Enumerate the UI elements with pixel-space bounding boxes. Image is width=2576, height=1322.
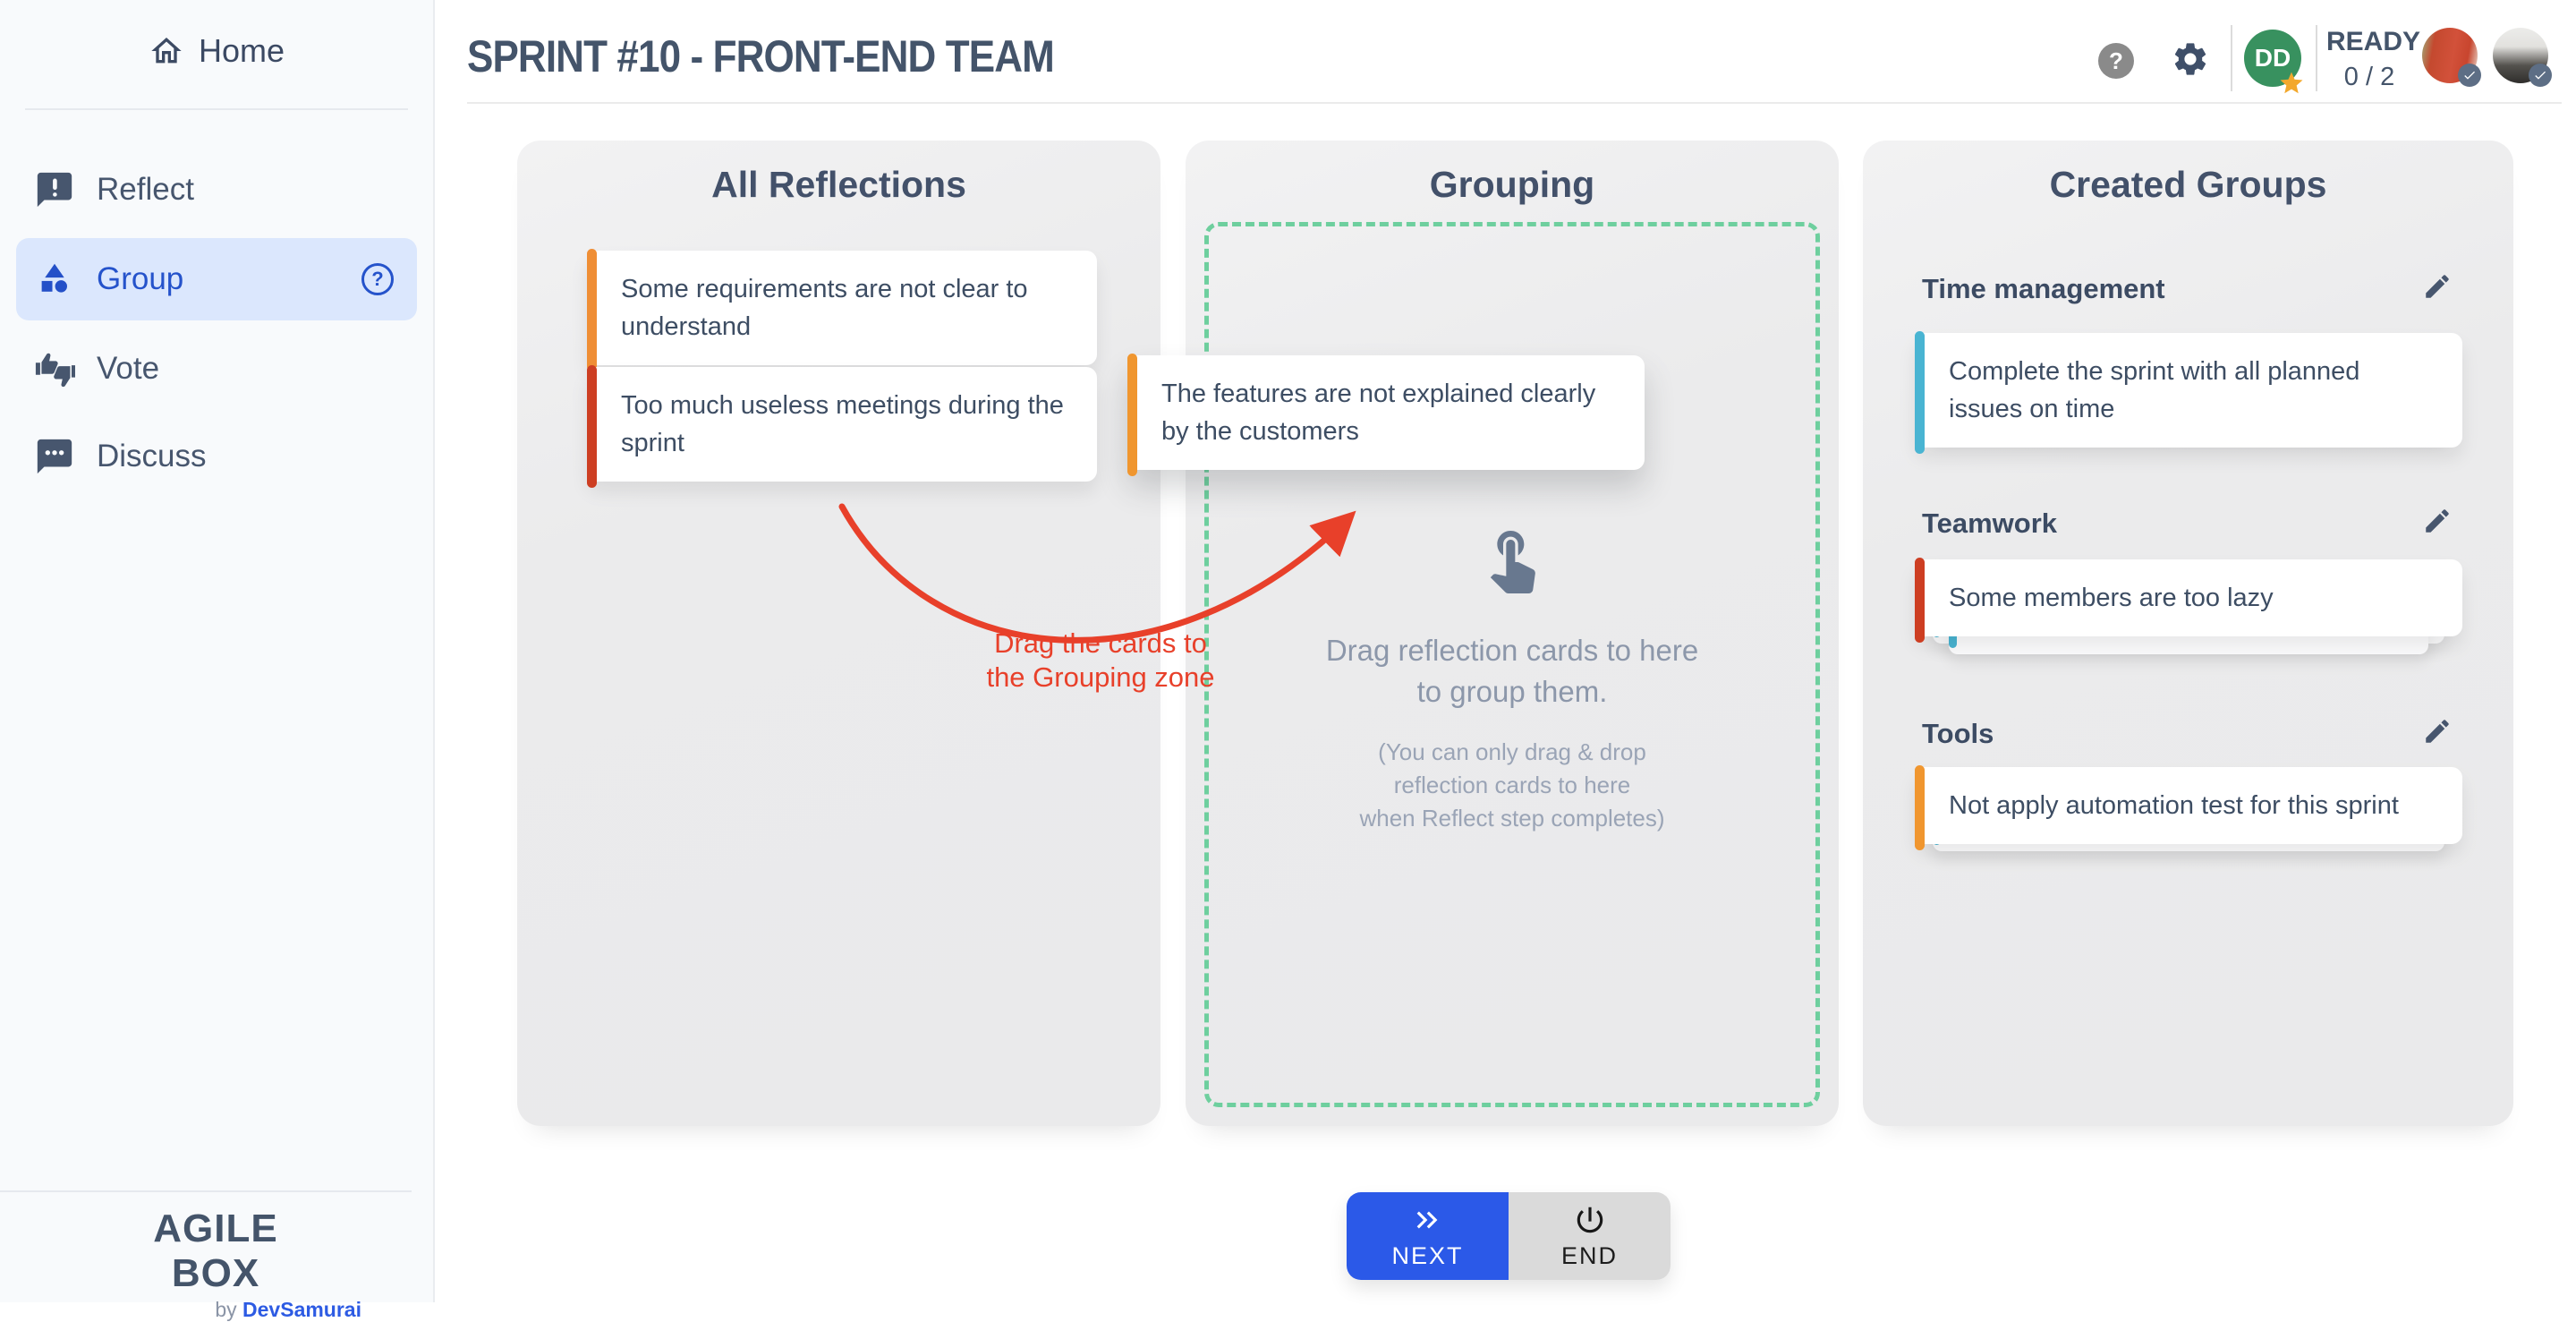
- app-logo: AGILE BOX by DevSamurai: [106, 1207, 361, 1322]
- group-card[interactable]: Complete the sprint with all planned iss…: [1915, 331, 2462, 454]
- page-title: SPRINT #10 - FRONT-END TEAM: [467, 31, 1055, 81]
- discuss-icon: [37, 439, 72, 474]
- edit-pencil-icon[interactable]: [2422, 271, 2453, 302]
- dragged-reflection-card[interactable]: The features are not explained clearly b…: [1127, 354, 1645, 476]
- vote-icon: [35, 353, 75, 388]
- participant-avatar[interactable]: [2493, 28, 2552, 87]
- ready-status: READY 0 / 2: [2326, 27, 2421, 92]
- reflection-card-text: Some requirements are not clear to under…: [621, 275, 1028, 341]
- group-name: Tools: [1922, 718, 1994, 749]
- brand-link[interactable]: DevSamurai: [242, 1298, 361, 1321]
- reflection-card[interactable]: Some requirements are not clear to under…: [587, 249, 1097, 371]
- sidebar-divider: [25, 108, 408, 110]
- header-divider-vertical: [2231, 25, 2232, 91]
- power-icon: [1577, 1207, 1603, 1232]
- reflection-card-text: The features are not explained clearly b…: [1161, 380, 1596, 446]
- grouping-drop-zone[interactable]: Drag reflection cards to here to group t…: [1204, 222, 1820, 1107]
- ready-count: 0 / 2: [2343, 63, 2395, 91]
- group-icon: [41, 263, 67, 293]
- end-button-label: END: [1560, 1241, 1618, 1269]
- sidebar-item-label: Discuss: [97, 439, 207, 473]
- group-card-text: Some members are too lazy: [1949, 584, 2274, 612]
- touch-hand-icon: [1490, 531, 1535, 593]
- sidebar: Home Reflect Group ? Vote Discuss: [0, 0, 435, 1321]
- sidebar-footer-divider: [0, 1190, 412, 1192]
- sidebar-item-label: Vote: [97, 351, 160, 386]
- double-chevron-icon: [1416, 1211, 1437, 1228]
- drop-zone-note: (You can only drag & drop reflection car…: [1359, 738, 1665, 832]
- check-badge-icon: [2529, 64, 2552, 87]
- edit-pencil-icon[interactable]: [2422, 506, 2453, 536]
- group-name: Teamwork: [1922, 507, 2058, 539]
- home-icon: [151, 38, 182, 64]
- check-badge-icon: [2458, 64, 2481, 87]
- avatar[interactable]: DD: [2244, 30, 2301, 87]
- home-label: Home: [198, 32, 285, 69]
- group-card[interactable]: Some members are too lazy: [1915, 558, 2462, 643]
- group-card[interactable]: Not apply automation test for this sprin…: [1915, 765, 2462, 850]
- next-button[interactable]: NEXT: [1347, 1192, 1509, 1280]
- header-divider-vertical: [2316, 25, 2317, 91]
- edit-pencil-icon[interactable]: [2422, 716, 2453, 746]
- step-buttons: NEXT END: [1347, 1192, 1671, 1280]
- sidebar-item-vote[interactable]: Vote: [16, 328, 417, 410]
- group-name: Time management: [1922, 273, 2165, 304]
- drop-zone-hint: Drag reflection cards to here to group t…: [1325, 634, 1699, 708]
- ready-label: READY: [2326, 27, 2421, 56]
- sidebar-item-discuss[interactable]: Discuss: [16, 415, 417, 498]
- logo-byline: by DevSamurai: [215, 1298, 361, 1321]
- help-button[interactable]: ?: [2098, 43, 2134, 79]
- panel-grouping: Grouping Drag reflection cards to here t…: [1186, 141, 1839, 1126]
- panel-all-reflections: All Reflections Some requirements are no…: [517, 141, 1160, 1126]
- logo-text: AGILE BOX: [153, 1207, 278, 1295]
- home-link[interactable]: Home: [0, 32, 433, 70]
- panel-title: Grouping: [1429, 164, 1595, 205]
- reflection-card[interactable]: Too much useless meetings during the spr…: [587, 365, 1097, 488]
- sidebar-item-label: Group: [97, 261, 184, 296]
- sidebar-item-reflect[interactable]: Reflect: [16, 149, 417, 231]
- group-help-icon[interactable]: ?: [361, 263, 394, 295]
- panel-title: Created Groups: [2049, 164, 2327, 205]
- end-button[interactable]: END: [1509, 1192, 1671, 1280]
- next-button-label: NEXT: [1391, 1241, 1464, 1269]
- drop-zone-content: Drag reflection cards to here to group t…: [1209, 522, 1815, 835]
- reflect-icon: [37, 172, 72, 208]
- panel-title: All Reflections: [711, 164, 966, 205]
- panel-created-groups: Created Groups Time management Complete …: [1863, 141, 2513, 1126]
- star-icon: [2280, 72, 2303, 94]
- sidebar-item-label: Reflect: [97, 172, 194, 207]
- sidebar-item-group[interactable]: Group ?: [16, 238, 417, 320]
- participant-avatar[interactable]: [2422, 28, 2481, 87]
- header-divider: [467, 102, 2562, 104]
- reflection-card-text: Too much useless meetings during the spr…: [621, 391, 1064, 457]
- group-card-text: Not apply automation test for this sprin…: [1949, 791, 2399, 820]
- group-card-text: Complete the sprint with all planned iss…: [1949, 357, 2360, 423]
- settings-gear-icon[interactable]: [2171, 39, 2210, 79]
